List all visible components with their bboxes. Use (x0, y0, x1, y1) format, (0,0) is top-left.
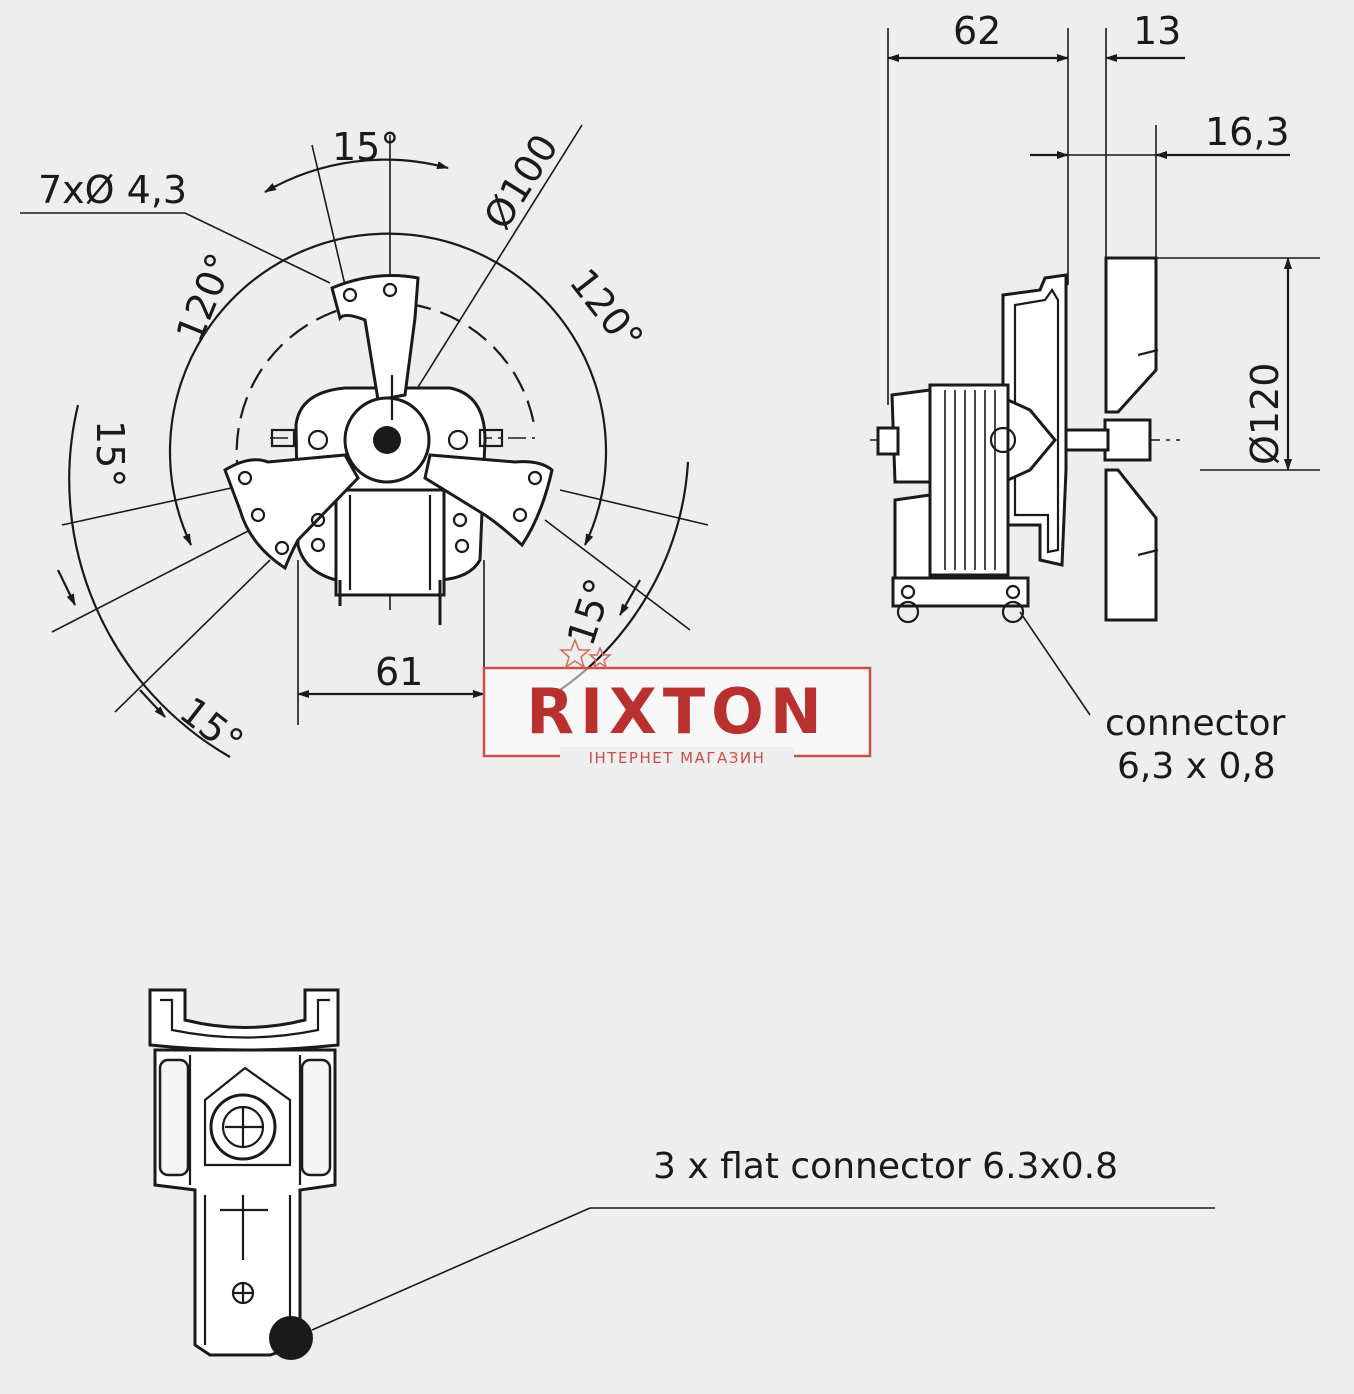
mount-holes (237, 282, 543, 556)
holes-label: 7xØ 4,3 (38, 168, 187, 212)
bracket-arm-top (330, 274, 420, 402)
fan-blade-top (1104, 256, 1158, 414)
angle-right-120-label: 120° (561, 260, 652, 359)
terminal-right (478, 428, 504, 448)
watermark-stars-icon (559, 637, 613, 669)
angle-left-15-label: 15° (88, 420, 132, 487)
rixton-watermark: RIXTON ІНТЕРНЕТ МАГАЗИН (482, 637, 872, 767)
motor-laminations (928, 383, 1010, 577)
depth-16-3-label: 16,3 (1205, 110, 1290, 154)
rear-bracket-top (148, 988, 340, 1052)
rear-side-right (300, 1058, 332, 1177)
watermark-frame (482, 666, 872, 758)
mounting-circle-dashed (235, 301, 537, 541)
lamination-lines (944, 390, 996, 570)
fan-diameter-120-label: Ø120 (1243, 363, 1287, 465)
lower-left-angle-arc (68, 404, 231, 758)
connector-label-line1: connector (1105, 703, 1286, 744)
connector-label-line2: 6,3 x 0,8 (1117, 746, 1276, 787)
top-angle-arc (264, 158, 449, 193)
shaft-center (373, 426, 401, 454)
motor-base (891, 576, 1030, 608)
flat-connector-terminal (269, 1316, 313, 1360)
fan-hub (1103, 418, 1152, 462)
rear-side-left (158, 1058, 190, 1177)
angle-bottom-left-15-label: 15° (171, 688, 251, 764)
rear-shaft-end (876, 426, 900, 456)
flat-connector-label: 3 x flat connector 6.3x0.8 (653, 1146, 1118, 1187)
depth-13-label: 13 (1133, 9, 1181, 53)
depth-62-label: 62 (953, 9, 1001, 53)
diameter-100-label: Ø100 (475, 127, 567, 237)
bracket-arm-left (223, 453, 360, 571)
outer-angle-arc (168, 232, 608, 546)
rear-view: 3 x flat connector 6.3x0.8 (148, 988, 1215, 1360)
watermark-subtitle: ІНТЕРНЕТ МАГАЗИН (589, 749, 766, 767)
terminal-left (270, 428, 296, 448)
front-bearing (1006, 397, 1057, 483)
bracket-arm-right (423, 453, 554, 548)
angle-top-label: 15° (332, 125, 399, 169)
motor-coil (334, 488, 446, 597)
width-61-label: 61 (375, 650, 423, 694)
side-view: connector 6,3 x 0,8 62 13 16,3 Ø120 (870, 9, 1320, 787)
angle-left-120-label: 120° (168, 247, 243, 348)
angle-bottom-right-15-label: 15° (559, 573, 622, 651)
watermark-brand: RIXTON (526, 675, 828, 748)
fan-blade-bottom (1104, 468, 1158, 622)
